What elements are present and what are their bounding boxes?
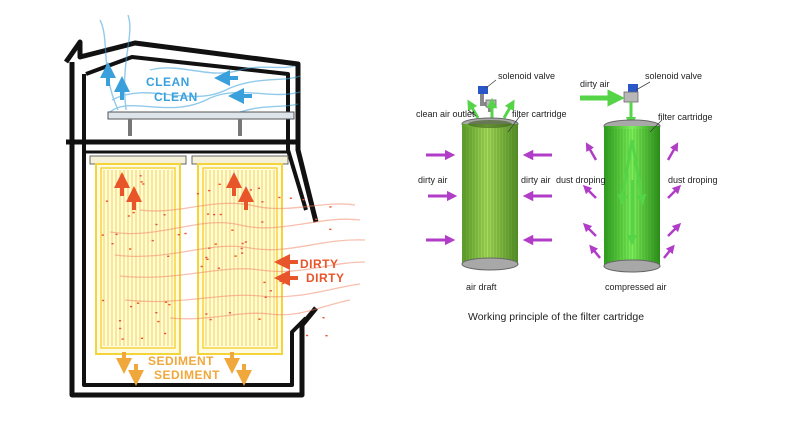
cartridge-cap-right <box>191 155 289 165</box>
outlet-flow-arrow-1 <box>467 99 480 119</box>
dirty-label-1: DIRTY <box>300 257 339 271</box>
sediment-label-2: SEDIMENT <box>154 368 220 382</box>
working-principle-figure: solenoid valve clean air outlet filter c… <box>416 71 718 323</box>
compressed-air-label: compressed air <box>605 282 667 292</box>
dust-droping-left-label: dust droping <box>556 175 606 185</box>
filter-cartridge-right <box>191 155 289 355</box>
filter-cartridge-label-1: filter cartridge <box>512 109 567 119</box>
dirty-label-2: DIRTY <box>306 271 345 285</box>
dirty-air-right-label: dirty air <box>521 175 551 185</box>
cartridge-cap-left <box>89 155 187 165</box>
clean-air-flow <box>99 14 301 119</box>
support-post-right <box>238 119 242 136</box>
air-draft-label: air draft <box>466 282 497 292</box>
leader-lines <box>467 79 663 133</box>
dirty-air-flow <box>109 202 366 320</box>
figure-caption: Working principle of the filter cartridg… <box>468 311 644 323</box>
clean-air-platform <box>107 111 295 120</box>
solenoid-valve-icon-2 <box>628 84 638 92</box>
filter-cartridge-left <box>89 155 187 355</box>
clean-air-outlet-label: clean air outlet <box>416 109 475 119</box>
solenoid-valve-label-1: solenoid valve <box>498 71 555 81</box>
cartridge-cleaning <box>580 84 661 273</box>
dust-droping-right-label: dust droping <box>668 175 718 185</box>
clean-label-2: CLEAN <box>154 90 198 104</box>
housing-inner-wall <box>82 55 308 387</box>
filter-cartridge-label-2: filter cartridge <box>658 112 713 122</box>
cartridge-filtering <box>461 86 519 271</box>
collector-housing <box>63 39 319 398</box>
dirty-air-arrows <box>426 149 552 246</box>
dust-dropping-arrows <box>582 142 682 259</box>
dirty-air-top-label: dirty air <box>580 79 610 89</box>
solenoid-valve-icon-1 <box>478 86 488 94</box>
outlet-flow-arrow-3 <box>502 99 515 119</box>
support-post-left <box>128 119 132 136</box>
sediment-label-1: SEDIMENT <box>148 354 214 368</box>
clean-label-1: CLEAN <box>146 75 190 89</box>
dust-collector-illustration: CLEAN CLEAN DIRT <box>63 14 366 398</box>
solenoid-valve-label-2: solenoid valve <box>645 71 702 81</box>
dirty-air-left-label: dirty air <box>418 175 448 185</box>
